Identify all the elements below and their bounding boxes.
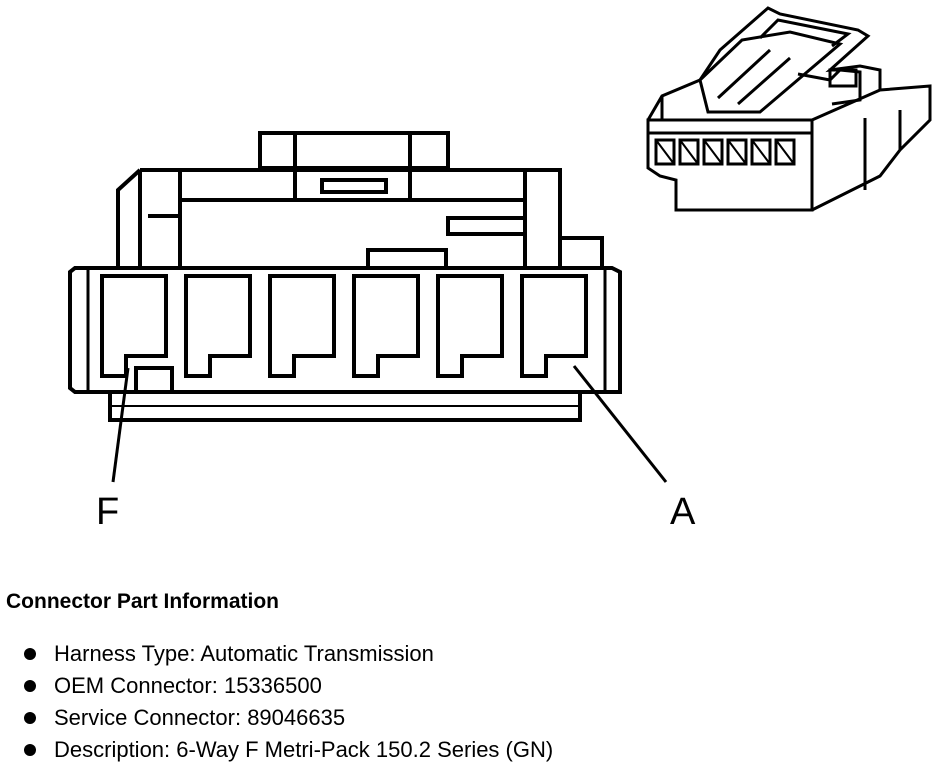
description-text: Description: 6-Way F Metri-Pack 150.2 Se… [54, 737, 554, 762]
list-item-harness-type: Harness Type: Automatic Transmission [6, 638, 926, 670]
bullet-icon [24, 712, 36, 724]
pin-a-label: A [670, 491, 696, 533]
connector-part-information: Connector Part Information Harness Type:… [6, 588, 926, 766]
connector-front-view: F A [68, 131, 696, 533]
pin-f-label: F [96, 491, 119, 533]
list-item-service-connector: Service Connector: 89046635 [6, 702, 926, 734]
service-connector-text: Service Connector: 89046635 [54, 705, 346, 730]
list-item-description: Description: 6-Way F Metri-Pack 150.2 Se… [6, 734, 926, 766]
harness-type-text: Harness Type: Automatic Transmission [54, 641, 434, 666]
connector-diagram: F A [68, 6, 932, 533]
bullet-icon [24, 648, 36, 660]
terminal-cavities [100, 274, 588, 394]
connector-isometric-view [646, 6, 932, 212]
bullet-icon [24, 680, 36, 692]
pin-a-leader-line [572, 365, 668, 483]
part-info-list: Harness Type: Automatic Transmission OEM… [6, 638, 926, 766]
connector-drawing: F A [68, 6, 932, 533]
section-title: Connector Part Information [6, 590, 280, 613]
pin-f-leader-line [111, 367, 130, 483]
oem-connector-text: OEM Connector: 15336500 [54, 673, 322, 698]
bullet-icon [24, 744, 36, 756]
list-item-oem-connector: OEM Connector: 15336500 [6, 670, 926, 702]
